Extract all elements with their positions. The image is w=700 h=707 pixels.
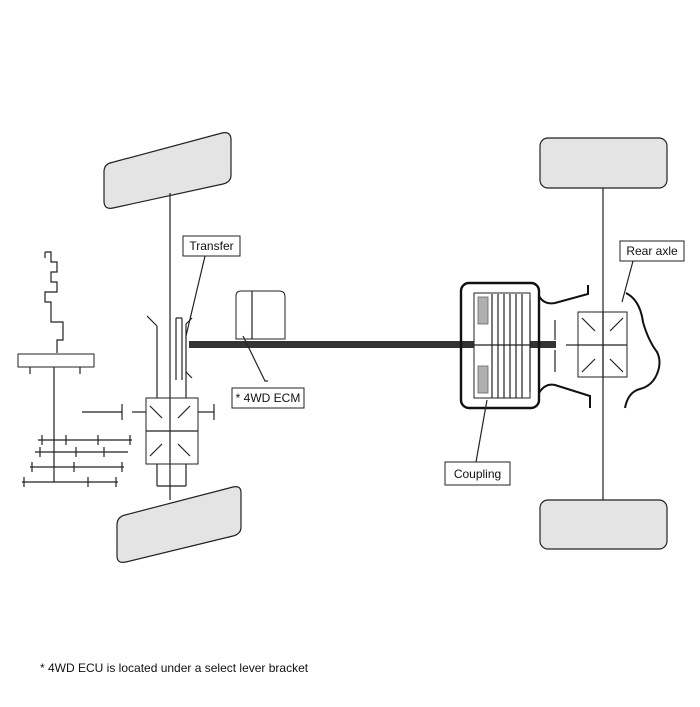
rear-differential — [566, 311, 628, 378]
transmission-housing — [17, 353, 95, 368]
front-differential — [132, 380, 215, 487]
svg-text:* 4WD ECM: * 4WD ECM — [236, 391, 301, 405]
coupling-unit — [459, 281, 541, 410]
coupling-leader-line — [475, 399, 488, 463]
propeller-shaft — [189, 341, 556, 348]
rear-left-tire — [539, 137, 668, 189]
ecm-label: * 4WD ECM — [231, 387, 305, 409]
footnote: * 4WD ECU is located under a select leve… — [40, 661, 309, 675]
rear-axle-leader-line — [621, 260, 634, 303]
svg-text:Rear axle: Rear axle — [626, 244, 678, 258]
transfer-label: Transfer — [182, 235, 241, 257]
ecm-leader-line — [242, 335, 268, 382]
rear-axle-label: Rear axle — [619, 240, 685, 262]
rear-right-tire — [539, 499, 668, 550]
transmission-profile — [17, 251, 132, 487]
svg-text:Transfer: Transfer — [189, 239, 233, 253]
rear-axle-housing — [538, 285, 661, 409]
transfer-gear — [146, 315, 193, 380]
coupling-label: Coupling — [444, 461, 511, 486]
svg-text:Coupling: Coupling — [454, 467, 501, 481]
coupling-outer-housing — [459, 281, 541, 410]
front-right-tire — [116, 486, 242, 563]
front-left-tire — [103, 132, 232, 209]
transfer-leader-line — [185, 255, 206, 337]
ecm-unit — [235, 290, 286, 340]
